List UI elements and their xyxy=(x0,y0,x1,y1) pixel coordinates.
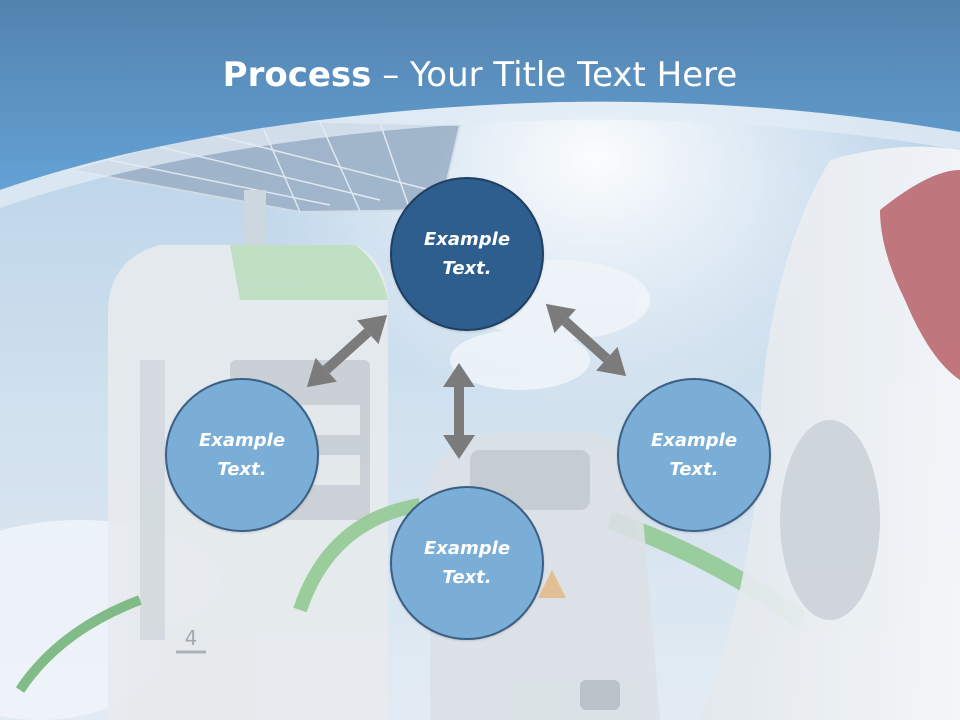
title-dash: – xyxy=(371,55,411,95)
header-band xyxy=(0,0,960,190)
process-node-top: Example Text. xyxy=(390,177,544,331)
process-node-bottom-text: Example Text. xyxy=(423,538,511,588)
process-node-left: Example Text. xyxy=(165,378,319,532)
process-node-left-text: Example Text. xyxy=(198,430,286,480)
process-node-top-text: Example Text. xyxy=(423,229,511,279)
title-bold: Process xyxy=(222,55,372,95)
process-node-right-text: Example Text. xyxy=(650,430,738,480)
title-rest: Your Title Text Here xyxy=(410,55,738,95)
pump-number: 4 xyxy=(185,626,198,650)
arrow-top-left xyxy=(306,314,388,388)
slide-title: Process – Your Title Text Here xyxy=(0,52,960,98)
process-node-bottom: Example Text. xyxy=(390,486,544,640)
arrow-vertical xyxy=(443,363,475,459)
process-node-right: Example Text. xyxy=(617,378,771,532)
arrow-top-right xyxy=(545,303,627,377)
arrow-group xyxy=(306,303,627,459)
car xyxy=(700,146,960,720)
